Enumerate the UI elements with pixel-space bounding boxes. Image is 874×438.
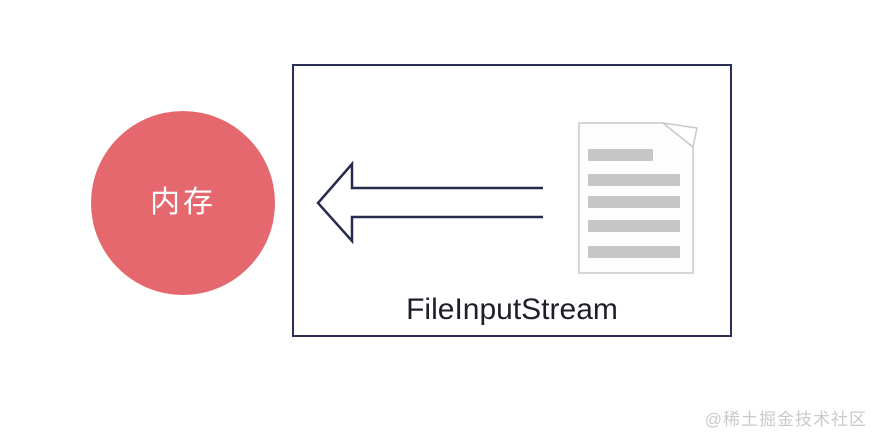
memory-node-label: 内存: [150, 186, 216, 219]
watermark: @稀土掘金技术社区: [704, 410, 867, 430]
memory-node: 内存: [91, 111, 275, 295]
stream-box-label: FileInputStream: [406, 293, 618, 326]
stream-box: [292, 64, 732, 337]
